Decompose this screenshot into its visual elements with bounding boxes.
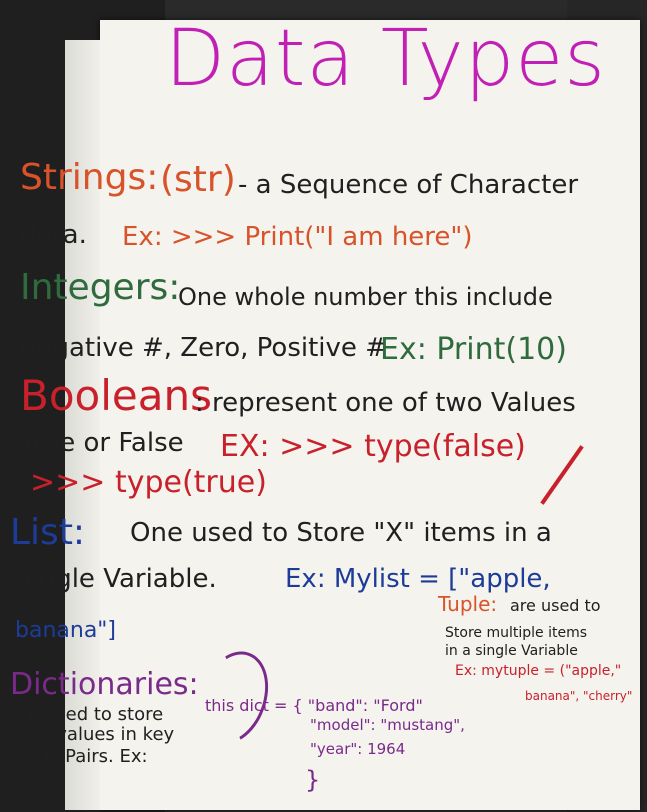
list-desc2: Single Variable. [15,564,217,594]
tuple-desc3: in a single Variable [445,643,578,659]
dictionaries-heading: Dictionaries: [10,667,199,702]
booleans-desc2: True or False [20,428,184,458]
dictionaries-desc2: data values in key [10,724,175,745]
list-heading: List: [10,512,86,553]
list-desc: One used to Store "X" items in a [130,518,552,548]
poster-sheet [65,20,640,810]
strings-example: Ex: >>> Print("I am here") [122,222,473,252]
tuple-example: Ex: mytuple = ("apple," [455,663,622,679]
list-example: Ex: Mylist = ["apple, [285,564,551,594]
tuple-desc: are used to [510,596,601,615]
poster-title: Data Types [165,14,606,104]
booleans-desc: : represent one of two Values [195,388,576,418]
integers-example: Ex: Print(10) [380,332,567,367]
dictionaries-example2: "model": "mustang", [310,716,465,734]
dictionaries-example3: "year": 1964 [310,740,406,758]
tuple-example2: banana", "cherry" [525,689,633,703]
booleans-heading: Booleans [20,371,212,420]
dictionaries-example1: this dict = { "band": "Ford" [205,696,423,715]
dictionaries-desc1: are used to store [10,704,164,725]
strings-desc2: data. [20,220,87,250]
booleans-example1: EX: >>> type(false) [220,429,526,464]
list-example2: banana"] [15,618,116,643]
tuple-desc2: Store multiple items [445,625,587,641]
tuple-heading: Tuple: [438,592,498,616]
strings-abbr: (str) [160,159,236,200]
booleans-example2: >>> type(true) [30,465,267,500]
strings-desc: - a Sequence of Character [238,170,579,200]
dictionaries-example4: } [305,766,321,794]
integers-heading: Integers: [20,267,181,308]
dictionaries-desc3: Value Pairs. Ex: [10,746,148,767]
integers-desc: One whole number this include [178,283,553,311]
integers-desc2: negative #, Zero, Positive # [20,333,387,363]
strings-heading: Strings: [20,157,159,198]
